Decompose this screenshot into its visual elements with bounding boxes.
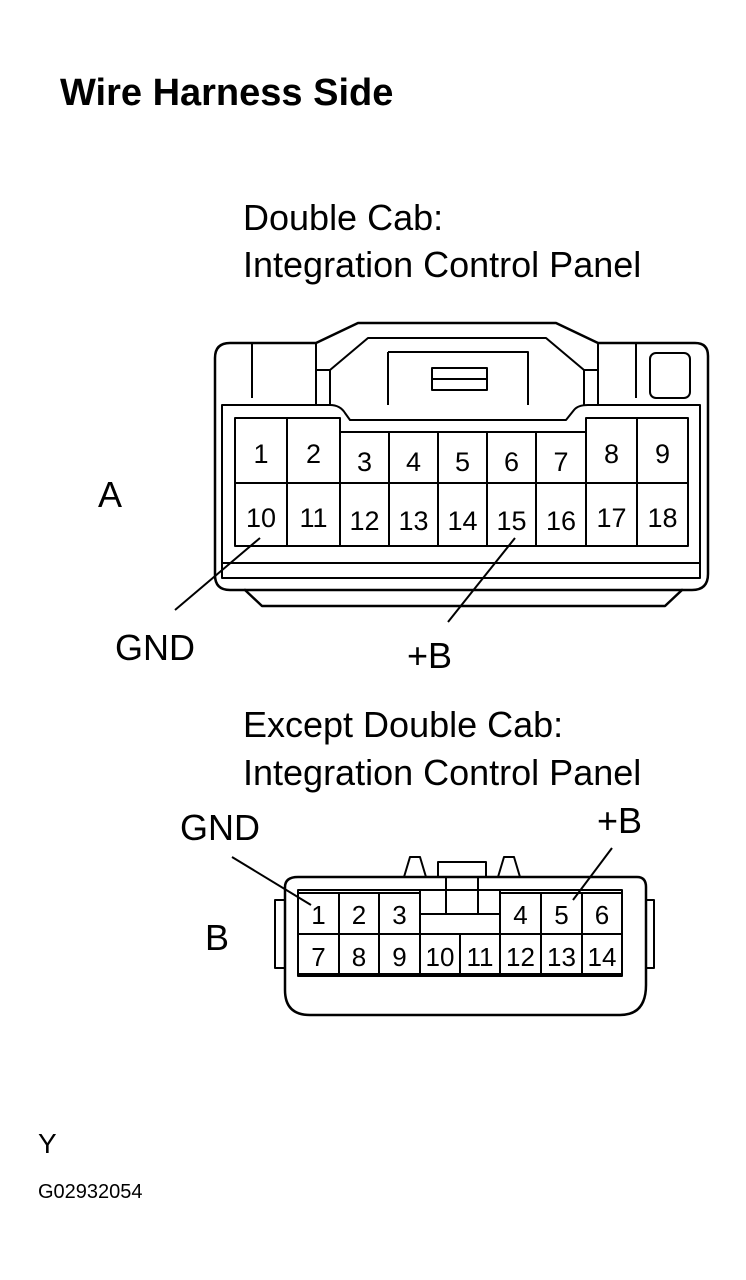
terminal-a-label: 5 — [455, 447, 470, 477]
terminal-a-label: 17 — [596, 503, 626, 533]
terminal-b-label: 5 — [554, 900, 568, 930]
terminal-b-label: 8 — [352, 942, 366, 972]
connector-a-gnd-label: GND — [115, 627, 195, 668]
terminal-a-label: 15 — [496, 506, 526, 536]
terminal-a-label: 8 — [604, 439, 619, 469]
connector-a-plusb-label: +B — [407, 635, 452, 676]
page-title: Wire Harness Side — [60, 72, 393, 114]
terminal-a-label: 14 — [447, 506, 477, 536]
plusb-leader-line-a — [447, 537, 516, 623]
terminal-b-label: 13 — [547, 942, 576, 972]
terminal-b-label: 14 — [588, 942, 617, 972]
terminal-a-label: 12 — [349, 506, 379, 536]
terminal-a-label: 16 — [546, 506, 576, 536]
terminal-a-label: 2 — [306, 439, 321, 469]
terminal-a-label: 3 — [357, 447, 372, 477]
terminal-a-label: 7 — [553, 447, 568, 477]
terminal-b-label: 1 — [311, 900, 325, 930]
plusb-leader-line-b — [572, 847, 613, 901]
gnd-leader-line-b — [231, 856, 312, 906]
terminal-b-label: 10 — [426, 942, 455, 972]
terminal-b-label: 6 — [595, 900, 609, 930]
terminal-b-label: 12 — [506, 942, 535, 972]
terminal-b-14 — [581, 933, 623, 975]
connector-a-heading-line2: Integration Control Panel — [243, 244, 641, 285]
connector-a-terminals: 1 10 2 11 3 12 4 13 5 14 6 15 7 16 8 17 9 18 — [234, 417, 689, 547]
terminal-b-label: 9 — [392, 942, 406, 972]
connector-b-gnd-label: GND — [180, 807, 260, 848]
terminal-a-18 — [636, 482, 689, 547]
connector-b-plusb-label: +B — [597, 800, 642, 841]
terminal-b-label: 3 — [392, 900, 406, 930]
figure-code: G02932054 — [38, 1181, 143, 1203]
terminal-a-label: 4 — [406, 447, 421, 477]
terminal-a-label: 18 — [647, 503, 677, 533]
terminal-b-label: 2 — [352, 900, 366, 930]
terminal-a-label: 13 — [398, 506, 428, 536]
terminal-a-label: 6 — [504, 447, 519, 477]
terminal-a-label: 11 — [299, 503, 327, 533]
gnd-leader-line-a — [174, 537, 261, 611]
terminal-a-label: 9 — [655, 439, 670, 469]
terminal-a-label: 10 — [246, 503, 276, 533]
connector-b-label: B — [205, 917, 229, 958]
connector-a-housing — [213, 321, 710, 608]
connector-b-heading-line2: Integration Control Panel — [243, 752, 641, 793]
terminal-b-label: 7 — [311, 942, 325, 972]
connector-a-label: A — [98, 474, 122, 515]
footer-letter: Y — [38, 1128, 57, 1159]
terminal-a-label: 1 — [253, 439, 268, 469]
terminal-b-label: 4 — [513, 900, 527, 930]
connector-b-housing — [274, 856, 655, 1017]
connector-a-heading-line1: Double Cab: — [243, 197, 443, 238]
connector-b-heading-line1: Except Double Cab: — [243, 704, 563, 745]
terminal-b-label: 11 — [467, 942, 494, 972]
